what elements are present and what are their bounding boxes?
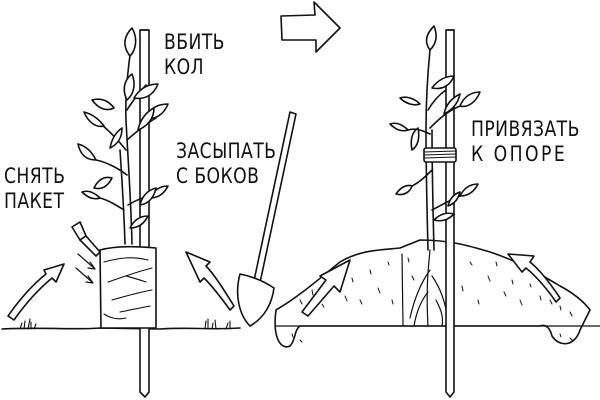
label-line: К ОПОРЕ [471,142,568,166]
backfill-arrow-shovel [185,251,235,311]
roots [409,249,449,327]
label-line: С БОКОВ [176,164,260,188]
plastic-bag [99,245,157,329]
label-line: ПРИВЯЗАТЬ [471,117,580,141]
backfill-arrow-mound-left [301,259,351,317]
label-line: ВБИТЬ [164,30,225,54]
label-tie-to-support: ПРИВЯЗАТЬ К ОПОРЕ [471,117,580,167]
soil-texture [291,257,573,343]
label-remove-bag: СНЯТЬ ПАКЕТ [4,164,65,214]
ground-line-left [1,318,241,330]
shovel-icon [236,111,297,327]
sapling-right [389,25,481,251]
label-backfill-sides: ЗАСЫПАТЬ С БОКОВ [176,139,276,189]
label-drive-stake: ВБИТЬ КОЛ [164,30,225,80]
backfill-arrow-left [7,263,65,321]
soil-mound [274,239,600,348]
tie-band [423,147,457,163]
label-line: СНЯТЬ [4,164,66,188]
cut-arrows [75,253,96,284]
label-line: ЗАСЫПАТЬ [176,139,277,163]
label-line: КОЛ [164,55,204,79]
backfill-arrow-mound-right [507,253,561,303]
transition-arrow-icon [280,1,341,53]
knife-icon [71,221,101,257]
sapling-left [77,27,169,245]
label-line: ПАКЕТ [4,189,65,213]
